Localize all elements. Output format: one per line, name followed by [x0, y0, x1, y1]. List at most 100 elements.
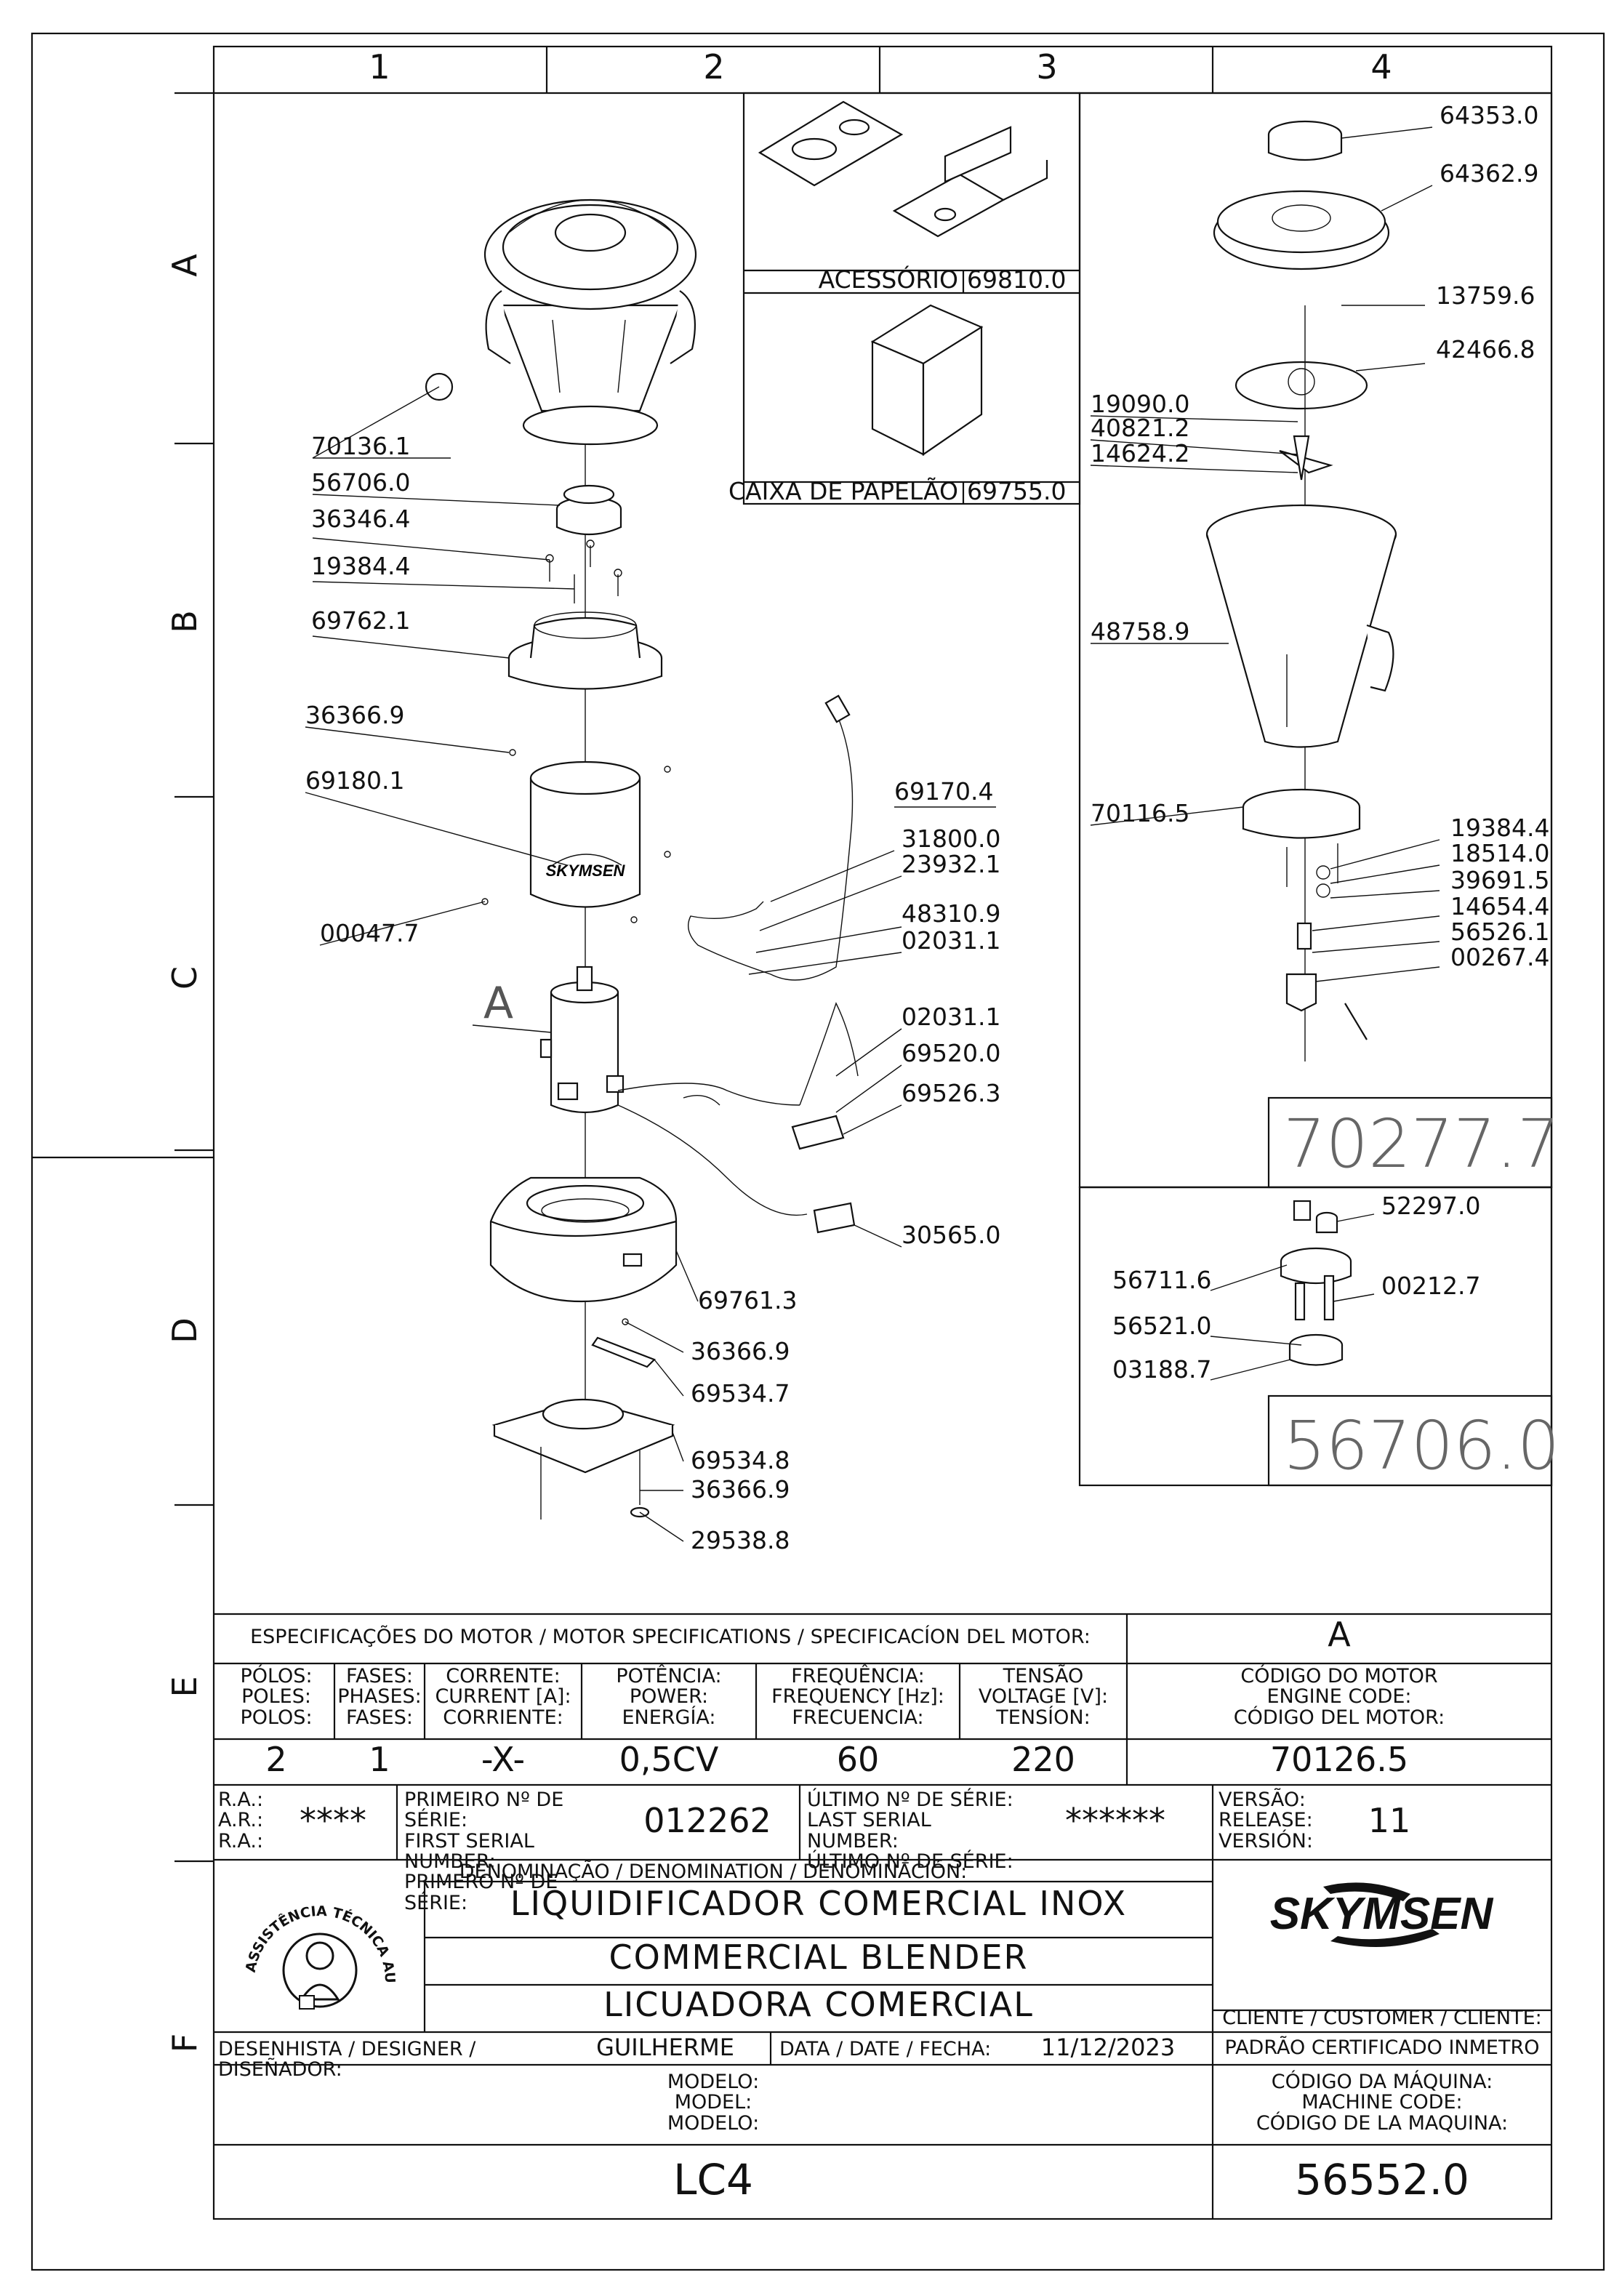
row-a-label: A — [165, 254, 204, 277]
column-4-label: 4 — [1370, 47, 1392, 87]
callout-14624-2: 14624.2 — [1091, 439, 1189, 467]
row-e-label: E — [165, 1676, 204, 1697]
first-serial-value: 012262 — [643, 1801, 771, 1840]
column-1-label: 1 — [369, 47, 390, 87]
row-b-label: B — [165, 610, 204, 633]
jar-illustration — [425, 198, 697, 446]
callout-69170-4: 69170.4 — [894, 777, 993, 806]
callout-36366-9: 36366.9 — [305, 701, 404, 729]
motor-illustration — [539, 966, 625, 1114]
callout-18514-0: 18514.0 — [1450, 839, 1549, 867]
spec-power-value: 0,5CV — [619, 1740, 719, 1779]
coupler-assembly-illustration — [1280, 1200, 1352, 1366]
callout-56526-1: 56526.1 — [1450, 918, 1549, 946]
base-illustration — [489, 1176, 678, 1303]
callout-69534-8: 69534.8 — [691, 1446, 790, 1474]
callout-69180-1: 69180.1 — [305, 766, 404, 795]
spec-heading: ESPECIFICAÇÕES DO MOTOR / MOTOR SPECIFIC… — [250, 1626, 1091, 1648]
callout-23932-1: 23932.1 — [902, 850, 1000, 878]
column-2-label: 2 — [703, 47, 724, 87]
callout-29538-8: 29538.8 — [691, 1526, 790, 1554]
first-serial-label: PRIMEIRO Nº DE SÉRIE:FIRST SERIAL NUMBER… — [404, 1789, 564, 1914]
machine-code-label: CÓDIGO DA MÁQUINA:MACHINE CODE:CÓDIGO DE… — [1256, 2071, 1509, 2135]
callout-19384-4: 19384.4 — [311, 552, 410, 580]
coupler-assembly-code: 56706.0 — [1283, 1407, 1559, 1485]
spec-poles-header: PÓLOS:POLES:POLOS: — [240, 1665, 313, 1729]
callout-36366-9-c: 36366.9 — [691, 1475, 790, 1504]
main-leader-lines — [305, 386, 996, 1542]
housing-brand-mark: SKYMSEN — [546, 862, 626, 880]
jar-assembly-code: 70277.7 — [1283, 1105, 1559, 1183]
accessory-label: ACESSÓRIO — [819, 265, 958, 294]
coupler-leader-lines — [1210, 1213, 1375, 1381]
cable-harness-illustration — [617, 694, 859, 1234]
certification-label: PADRÃO CERTIFICADO INMETRO — [1224, 2036, 1540, 2059]
callout-02031-1-b: 02031.1 — [902, 1003, 1000, 1031]
callout-30565-0: 30565.0 — [902, 1221, 1000, 1249]
model-label: MODELO:MODEL:MODELO: — [667, 2071, 760, 2135]
motor-variant-label: A — [483, 978, 513, 1029]
callout-02031-1: 02031.1 — [902, 926, 1000, 955]
release-value: 11 — [1368, 1801, 1411, 1840]
callout-31800-0: 31800.0 — [902, 824, 1000, 853]
column-3-label: 3 — [1036, 47, 1057, 87]
spec-variant: A — [1328, 1615, 1351, 1654]
coupler-illustration — [555, 484, 622, 536]
callout-14654-4: 14654.4 — [1450, 892, 1549, 920]
callout-70136-1: 70136.1 — [311, 432, 410, 460]
callout-56711-6: 56711.6 — [1112, 1266, 1211, 1294]
callout-13759-6: 13759.6 — [1436, 281, 1535, 310]
spec-frequency-header: FREQUÊNCIA:FREQUENCY [Hz]:FRECUENCIA: — [771, 1665, 944, 1729]
spec-phases-header: FASES:PHASES:FASES: — [337, 1665, 422, 1729]
spec-engine-code: 70126.5 — [1269, 1740, 1409, 1779]
callout-69526-3: 69526.3 — [902, 1079, 1000, 1107]
date-label: DATA / DATE / FECHA: — [779, 2038, 992, 2060]
callout-42466-8: 42466.8 — [1436, 335, 1535, 364]
callout-69520-0: 69520.0 — [902, 1039, 1000, 1067]
spec-phases-value: 1 — [369, 1740, 390, 1779]
callout-56521-0: 56521.0 — [1112, 1312, 1211, 1340]
designer-label: DESENHISTA / DESIGNER / DISEÑADOR: — [218, 2038, 476, 2082]
callout-69761-3: 69761.3 — [698, 1286, 797, 1314]
designer-name: GUILHERME — [596, 2034, 734, 2061]
spec-current-header: CORRENTE:CURRENT [A]:CORRIENTE: — [435, 1665, 571, 1729]
callout-69762-1: 69762.1 — [311, 606, 410, 635]
last-serial-value: ****** — [1065, 1801, 1165, 1840]
ra-label: R.A.:A.R.:R.A.: — [218, 1789, 264, 1853]
callout-19090-0: 19090.0 — [1091, 390, 1189, 418]
callout-69534-7: 69534.7 — [691, 1379, 790, 1408]
title-block-lines — [214, 1613, 1551, 2219]
motor-cover-illustration — [507, 611, 663, 690]
date-value: 11/12/2023 — [1040, 2034, 1176, 2061]
coupler-callouts: 52297.0 56711.6 00212.7 56521.0 03188.7 — [1112, 1192, 1480, 1384]
callout-39691-5: 39691.5 — [1450, 866, 1549, 894]
callout-52297-0: 52297.0 — [1381, 1192, 1480, 1220]
callout-36346-4: 36346.4 — [311, 505, 410, 533]
jar-callouts: 64353.0 64362.9 13759.6 42466.8 19090.0 … — [1091, 101, 1549, 971]
customer-label: CLIENTE / CUSTOMER / CLIENTE: — [1222, 2007, 1542, 2029]
screws-illustration — [545, 539, 622, 603]
spec-current-value: -X- — [481, 1740, 526, 1779]
row-labels: A B C D E F — [165, 254, 204, 2053]
callout-48310-9: 48310.9 — [902, 899, 1000, 928]
callout-19384-4-b: 19384.4 — [1450, 814, 1549, 842]
ra-value: **** — [300, 1801, 366, 1840]
accessory-code: 69810.0 — [967, 265, 1066, 294]
callout-00267-4: 00267.4 — [1450, 943, 1549, 971]
machine-code-value: 56552.0 — [1295, 2155, 1469, 2204]
callout-64353-0: 64353.0 — [1440, 101, 1538, 129]
jar-leader-lines — [1090, 127, 1440, 982]
box-label: CAIXA DE PAPELÃO — [728, 477, 958, 505]
box-code: 69755.0 — [967, 477, 1066, 505]
spec-poles-value: 2 — [265, 1740, 287, 1779]
row-c-label: C — [165, 966, 204, 990]
spec-frequency-value: 60 — [836, 1740, 880, 1779]
callout-56706-0: 56706.0 — [311, 468, 410, 497]
release-label: VERSÃO:RELEASE:VERSIÓN: — [1218, 1789, 1313, 1853]
paper-box-illustration — [870, 304, 984, 457]
spec-power-header: POTÊNCIA:POWER:ENERGÍA: — [616, 1665, 722, 1729]
callout-70116-5: 70116.5 — [1091, 799, 1189, 827]
